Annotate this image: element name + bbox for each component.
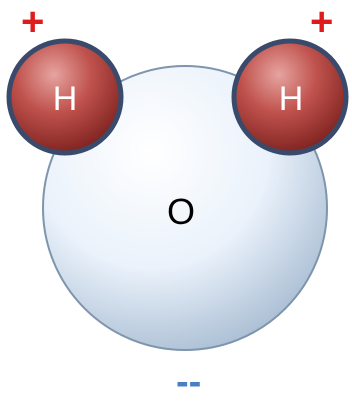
positive-charge-right: + <box>310 0 334 44</box>
hydrogen-symbol-left: H <box>52 80 78 118</box>
positive-charge-left: + <box>21 0 45 44</box>
hydrogen-atom-right <box>231 38 349 156</box>
molecule-graphic <box>6 38 349 351</box>
water-molecule-diagram: O H H + + -- <box>6 0 349 401</box>
negative-charge-oxygen: -- <box>176 361 202 403</box>
oxygen-symbol: O <box>166 191 195 232</box>
hydrogen-atom-left <box>6 38 124 156</box>
hydrogen-symbol-right: H <box>278 80 304 118</box>
